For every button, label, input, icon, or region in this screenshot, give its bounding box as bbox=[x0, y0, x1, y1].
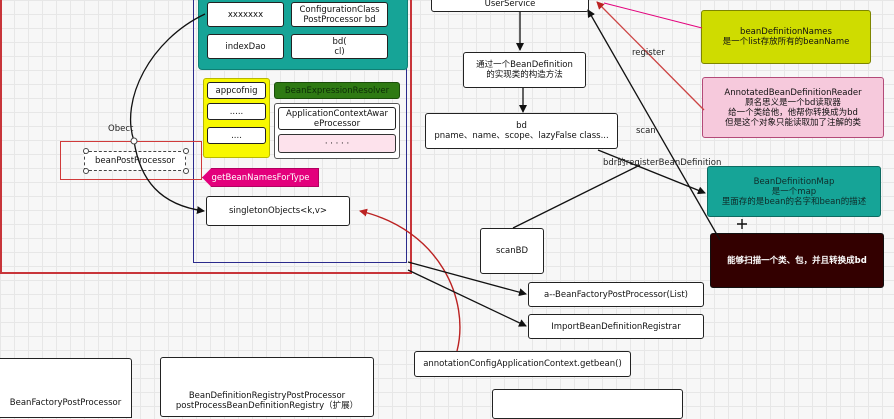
node-bd-fields-label: bd pname、name、scope、lazyFalse class... bbox=[434, 121, 609, 141]
node-bean-definition-registry-post-processor-label: BeanDefinitionRegistryPostProcessor post… bbox=[175, 391, 359, 411]
node-bean-expression-resolver[interactable]: BeanExpressionResolver bbox=[274, 82, 400, 99]
node-annotated-bean-definition-reader[interactable]: AnnotatedBeanDefinitionReader 顾名思义是一个bd读… bbox=[702, 77, 884, 138]
node-context-getbean[interactable]: annotationConfigApplicationContext.getbe… bbox=[414, 351, 631, 377]
node-context-getbean-label: annotationConfigApplicationContext.getbe… bbox=[423, 359, 622, 369]
edge-scan bbox=[587, 9, 721, 241]
label-obect: Obect bbox=[108, 124, 134, 134]
node-dots-2-label: .... bbox=[231, 130, 242, 141]
edge-obect bbox=[129, 13, 206, 215]
node-configuration-class-post-processor-label: ConfigurationClass PostProcessor bd bbox=[299, 4, 380, 25]
cursor-crosshair bbox=[737, 219, 747, 229]
edge-magenta-top bbox=[603, 2, 703, 29]
edge-frame-to-bfpp bbox=[407, 261, 527, 297]
node-user-service[interactable]: UserService bbox=[431, 0, 589, 12]
node-bean-factory-post-processor-list[interactable]: a--BeanFactoryPostProcessor(List) bbox=[528, 282, 704, 307]
node-user-service-label: UserService bbox=[484, 0, 536, 9]
edge-register bbox=[596, 1, 705, 111]
node-bean-definition-names[interactable]: beanDefinitionNames 是一个list存放所有的beanName bbox=[701, 10, 871, 64]
node-appcofnig-label: appcofnig bbox=[215, 85, 258, 96]
node-constructor-note[interactable]: 通过一个BeanDefinition 的实现类的构造方法 bbox=[463, 52, 586, 88]
node-bd-cl-label: bd( cl) bbox=[332, 36, 347, 57]
node-appcofnig[interactable]: appcofnig bbox=[207, 82, 266, 99]
node-dots-2[interactable]: .... bbox=[207, 127, 266, 144]
node-bean-factory-post-processor-partial-label: BeanFactoryPostProcessor bbox=[9, 398, 122, 408]
node-bean-definition-names-label: beanDefinitionNames 是一个list存放所有的beanName bbox=[722, 27, 850, 47]
edge-frame-to-import bbox=[407, 269, 527, 327]
node-xxxxxxx-label: xxxxxxx bbox=[227, 9, 264, 20]
node-scanner-note[interactable]: 能够扫描一个类、包，并且转换成bd bbox=[710, 233, 884, 288]
connectors bbox=[83, 1, 747, 352]
label-register: register bbox=[632, 48, 665, 58]
node-index-dao[interactable]: indexDao bbox=[207, 34, 284, 59]
node-configuration-class-post-processor[interactable]: ConfigurationClass PostProcessor bd bbox=[291, 2, 388, 27]
node-scanner-note-label: 能够扫描一个类、包，并且转换成bd bbox=[727, 255, 867, 266]
node-bean-definition-map-label: BeanDefinitionMap 是一个map 里面存的是bean的名字和be… bbox=[721, 176, 867, 207]
edge-bdr-register bbox=[597, 149, 706, 195]
node-dots-1-label: ..... bbox=[229, 106, 244, 117]
node-bean-definition-registry-post-processor[interactable]: BeanDefinitionRegistryPostProcessor post… bbox=[160, 357, 374, 417]
edge-scanbd-to-map bbox=[512, 164, 641, 229]
bean-factory-frame bbox=[193, 0, 407, 263]
node-bean-definition-map[interactable]: BeanDefinitionMap 是一个map 里面存的是bean的名字和be… bbox=[707, 166, 881, 217]
node-bd-fields[interactable]: bd pname、name、scope、lazyFalse class... bbox=[425, 113, 618, 149]
node-application-context-aware-processor-label: ApplicationContextAwar eProcessor bbox=[286, 108, 388, 129]
container-frame bbox=[0, 0, 412, 274]
node-bean-expression-resolver-label: BeanExpressionResolver bbox=[284, 85, 390, 96]
node-dots-row-label: · · · · · bbox=[324, 138, 350, 149]
node-import-bean-definition-registrar[interactable]: ImportBeanDefinitionRegistrar bbox=[528, 314, 704, 339]
node-bean-post-processor[interactable]: beanPostProcessor bbox=[84, 151, 186, 171]
node-annotated-bean-definition-reader-label: AnnotatedBeanDefinitionReader 顾名思义是一个bd读… bbox=[724, 87, 862, 128]
node-constructor-note-label: 通过一个BeanDefinition 的实现类的构造方法 bbox=[476, 60, 573, 80]
node-bean-post-processor-label: beanPostProcessor bbox=[95, 156, 175, 166]
node-get-bean-names-for-type[interactable]: getBeanNamesForType bbox=[202, 168, 319, 187]
node-singleton-objects-label: singletonObjects<k,v> bbox=[228, 206, 328, 216]
label-bdr-register: bdr的registerBeanDefinition bbox=[603, 158, 722, 168]
node-xxxxxxx[interactable]: xxxxxxx bbox=[207, 2, 284, 27]
node-import-bean-definition-registrar-label: ImportBeanDefinitionRegistrar bbox=[551, 321, 681, 332]
node-dots-row[interactable]: · · · · · bbox=[278, 134, 396, 153]
node-singleton-objects[interactable]: singletonObjects<k,v> bbox=[206, 196, 350, 226]
node-application-context-aware-processor[interactable]: ApplicationContextAwar eProcessor bbox=[278, 107, 396, 130]
node-dots-1[interactable]: ..... bbox=[207, 103, 266, 120]
node-scan-bd[interactable]: scanBD bbox=[480, 228, 544, 274]
node-index-dao-label: indexDao bbox=[225, 41, 266, 52]
label-scan: scan bbox=[636, 126, 656, 136]
node-bean-factory-post-processor-list-label: a--BeanFactoryPostProcessor(List) bbox=[544, 289, 688, 300]
edge-getbean-to-singleton bbox=[359, 208, 461, 352]
node-bd-cl[interactable]: bd( cl) bbox=[291, 34, 388, 59]
node-get-bean-names-for-type-label: getBeanNamesForType bbox=[211, 172, 310, 183]
node-scan-bd-label: scanBD bbox=[495, 246, 529, 256]
